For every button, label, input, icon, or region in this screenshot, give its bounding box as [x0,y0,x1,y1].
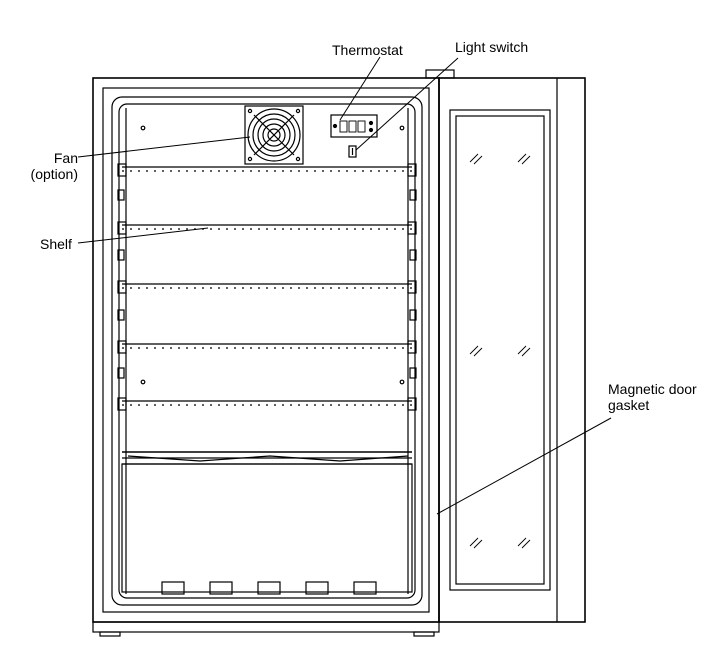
glass-reflection-marks [469,153,531,549]
leader-lines [77,56,612,515]
shelf-4 [117,340,417,354]
fan-label: Fan (option) [20,150,78,182]
inner-liner [111,96,423,606]
magnetic-door-gasket-label: Magnetic door gasket [608,381,697,413]
fan-label-line1: Fan [53,150,78,166]
shelves [117,163,417,411]
light-switch-icon [348,145,357,158]
fan-label-line2: (option) [30,166,78,182]
door [425,69,586,623]
light-switch-label: Light switch [455,39,529,55]
shelf-1 [117,163,417,177]
thermostat-display-icon [330,114,378,138]
light-switch-leader [355,57,459,151]
shelf-leader [77,227,209,244]
gasket-label-line2: gasket [608,397,650,413]
gasket-leader [436,417,612,515]
fan-icon [244,105,304,165]
shelf-5 [117,397,417,411]
bottom-compartment [121,451,413,595]
cabinet-body [92,77,440,637]
shelf-label: Shelf [40,236,72,252]
thermostat-label: Thermostat [332,42,403,58]
gasket-label-line1: Magnetic door [608,381,697,397]
shelf-2 [117,221,417,235]
thermostat-leader [339,56,381,121]
shelf-3 [117,280,417,294]
fan-leader [77,136,251,158]
